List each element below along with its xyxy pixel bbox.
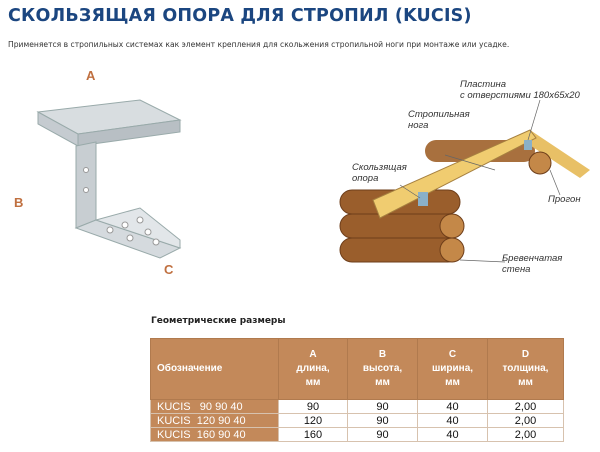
label-a: A: [86, 68, 96, 83]
cell-name: KUCIS 90 90 40: [150, 399, 279, 414]
header-b-name: высота,: [362, 363, 403, 374]
cell-a: 160: [278, 427, 348, 442]
cell-d: 2,00: [487, 413, 564, 428]
label-plate-line1: Пластина: [460, 79, 506, 90]
header-c-name: ширина,: [431, 363, 474, 374]
header-d-unit: мм: [518, 377, 533, 388]
header-c-letter: C: [448, 349, 457, 360]
page-title: СКОЛЬЗЯЩАЯ ОПОРА ДЛЯ СТРОПИЛ (KUCIS): [8, 6, 472, 26]
rafter-diagram: [339, 100, 590, 263]
cell-d: 2,00: [487, 427, 564, 442]
header-d-letter: D: [521, 349, 530, 360]
label-purlin: Прогон: [548, 194, 581, 205]
cell-b: 90: [347, 399, 418, 414]
header-c-unit: мм: [445, 377, 460, 388]
header-a-name: длина,: [296, 363, 330, 374]
cell-c: 40: [417, 399, 488, 414]
header-a-letter: A: [309, 349, 317, 360]
header-b-letter: B: [378, 349, 387, 360]
label-b: B: [14, 195, 24, 210]
label-c: C: [164, 262, 174, 277]
label-wall-line2: стена: [502, 264, 531, 275]
label-wall-line1: Бревенчатая: [502, 253, 563, 264]
header-a-unit: мм: [305, 377, 321, 388]
header-d-name: толщина,: [502, 363, 549, 374]
label-slide-line2: опора: [352, 173, 379, 184]
header-b-unit: мм: [375, 377, 390, 388]
table-caption: Геометрические размеры: [151, 316, 286, 326]
cell-a: 90: [278, 399, 348, 414]
label-rafter-line2: нога: [408, 120, 429, 131]
label-rafter-line1: Стропильная: [408, 109, 470, 120]
header-designation: Обозначение: [150, 338, 279, 400]
cell-a: 120: [278, 413, 348, 428]
bracket-illustration: [36, 99, 182, 259]
label-plate-line2: с отверстиями 180x65x20: [460, 90, 580, 101]
cell-b: 90: [347, 413, 418, 428]
cell-c: 40: [417, 427, 488, 442]
cell-name: KUCIS 160 90 40: [150, 427, 279, 442]
cell-d: 2,00: [487, 399, 564, 414]
description: Применяется в стропильных системах как э…: [8, 40, 510, 49]
label-slide-line1: Скользящая: [352, 162, 407, 173]
cell-b: 90: [347, 427, 418, 442]
cell-name: KUCIS 120 90 40: [150, 413, 279, 428]
cell-c: 40: [417, 413, 488, 428]
